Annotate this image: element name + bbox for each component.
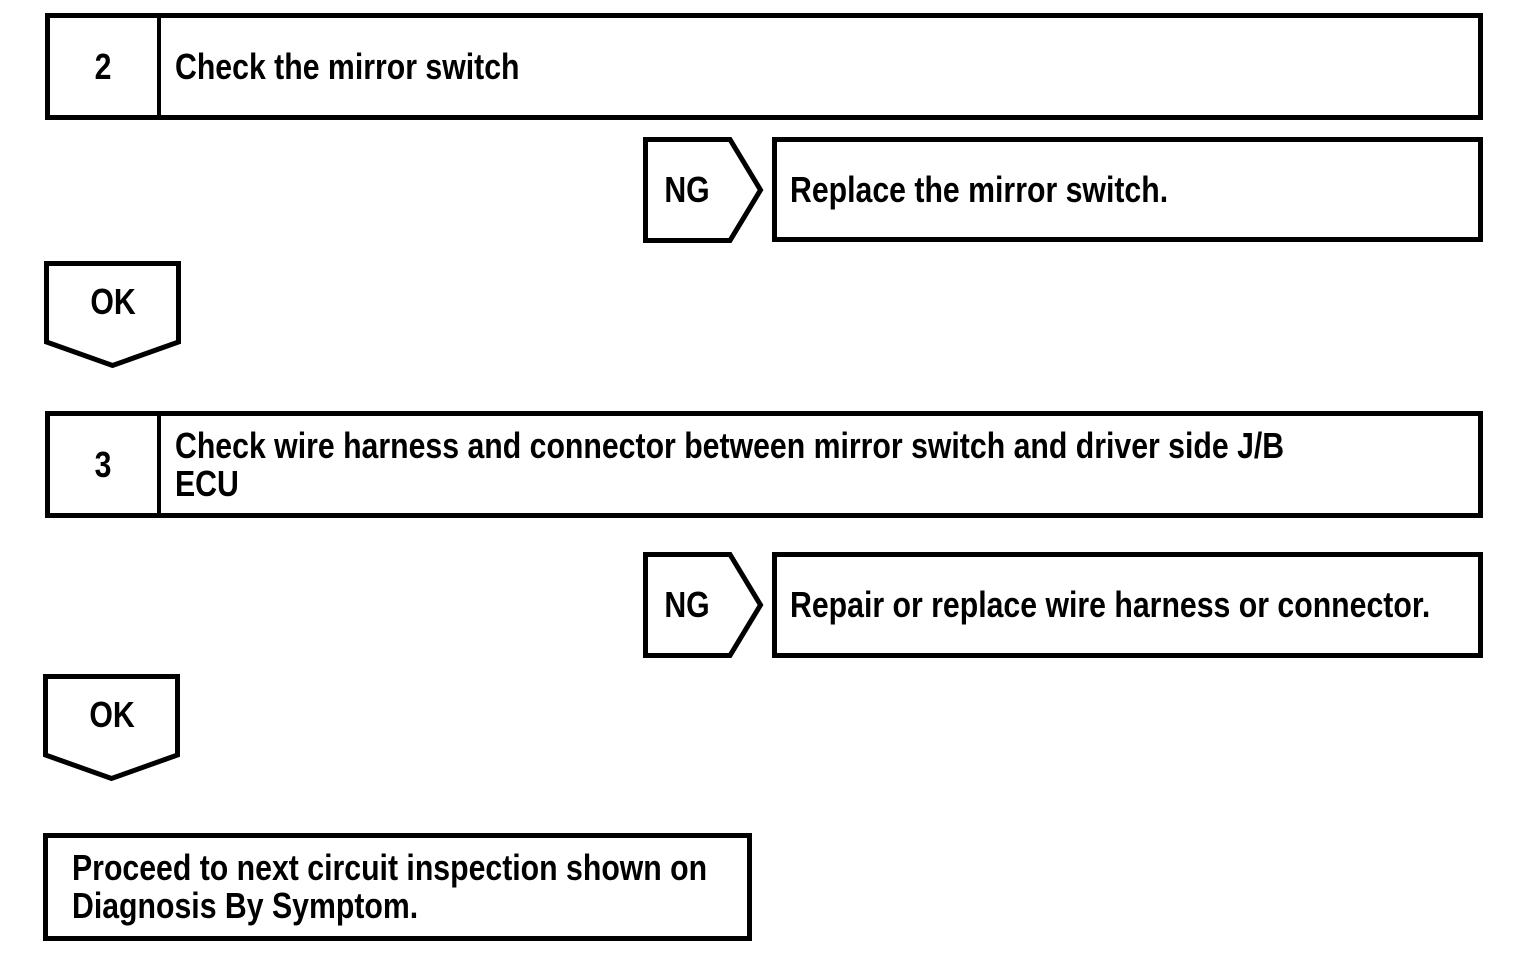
- step-3-number: 3: [95, 443, 112, 485]
- ng-action-box-1: Replace the mirror switch.: [772, 137, 1483, 242]
- step-2-title-cell: Check the mirror switch: [161, 18, 1478, 115]
- ok-label-1-text: OK: [89, 280, 136, 322]
- ng-action-box-2: Repair or replace wire harness or connec…: [772, 552, 1483, 658]
- ng-label-1: NG: [643, 137, 731, 243]
- ng-arrow-icon: [643, 552, 764, 658]
- step-3-title-line-1: Check wire harness and connector between…: [175, 424, 1285, 466]
- ng-action-text-2: Repair or replace wire harness or connec…: [790, 584, 1431, 625]
- step-3-title-cell: Check wire harness and connector between…: [161, 416, 1495, 513]
- step-3-box: 3 Check wire harness and connector betwe…: [45, 411, 1483, 518]
- ok-label-1: OK: [44, 261, 181, 342]
- step-3-title-line-2: ECU: [175, 462, 239, 504]
- ng-action-text-1: Replace the mirror switch.: [790, 168, 1169, 210]
- ng-label-1-text: NG: [664, 169, 710, 210]
- ok-arrow-icon: [43, 674, 180, 782]
- step-2-number-cell: 2: [50, 18, 161, 115]
- ok-arrow-icon: [44, 261, 181, 369]
- terminal-box: Proceed to next circuit inspection shown…: [43, 833, 752, 941]
- step-2-title: Check the mirror switch: [175, 45, 520, 87]
- ng-arrow-icon: [643, 137, 764, 243]
- ng-label-2: NG: [643, 552, 731, 658]
- step-3-number-cell: 3: [50, 416, 161, 513]
- ok-label-2-text: OK: [88, 693, 135, 735]
- terminal-line-1: Proceed to next circuit inspection shown…: [72, 847, 708, 888]
- terminal-line-2: Diagnosis By Symptom.: [72, 885, 419, 926]
- ok-label-2: OK: [43, 674, 180, 755]
- step-2-box: 2 Check the mirror switch: [45, 13, 1483, 120]
- step-2-number: 2: [95, 45, 112, 87]
- ng-label-2-text: NG: [664, 584, 710, 625]
